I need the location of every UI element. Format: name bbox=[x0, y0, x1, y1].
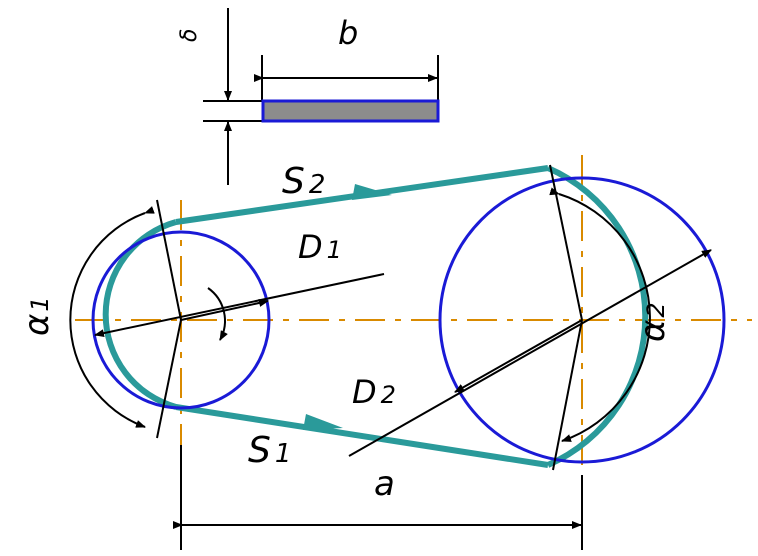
small-pulley bbox=[91, 230, 271, 410]
belt-wrap-large bbox=[546, 165, 649, 468]
d1-leader bbox=[94, 273, 385, 338]
tension-arrows bbox=[303, 184, 392, 430]
tight-side-arrow bbox=[352, 184, 392, 200]
label-b: b bbox=[338, 14, 358, 52]
belt-slack-side bbox=[175, 404, 549, 468]
label-alpha1: α1 bbox=[17, 296, 57, 336]
belt-cross-section bbox=[261, 99, 440, 123]
pulleys bbox=[91, 176, 726, 464]
label-alpha2: α2 bbox=[633, 302, 673, 342]
d2-leader bbox=[348, 249, 712, 457]
small-tangent-top bbox=[156, 199, 182, 321]
d2-leader-arrow2 bbox=[454, 319, 583, 393]
alpha2-arc bbox=[549, 187, 651, 442]
dimension-lines bbox=[69, 8, 712, 550]
rotation-arc bbox=[207, 287, 228, 341]
large-pulley bbox=[438, 176, 726, 464]
alpha1-arc bbox=[69, 206, 155, 428]
small-tangent-bottom bbox=[156, 319, 182, 439]
large-tangent-top bbox=[549, 164, 583, 321]
label-delta: δ bbox=[177, 29, 202, 42]
slack-side-arrow bbox=[303, 414, 343, 430]
label-a: a bbox=[374, 464, 395, 504]
